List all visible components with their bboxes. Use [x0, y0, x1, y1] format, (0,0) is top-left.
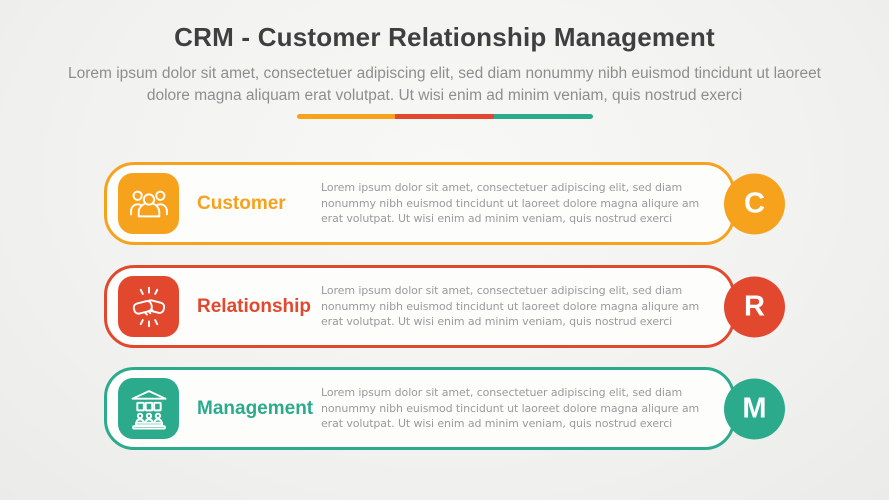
divider-segment-orange [296, 114, 396, 119]
divider [296, 114, 593, 119]
row-label: Management [197, 397, 314, 419]
letter-badge: M [724, 378, 785, 439]
row-label: Customer [197, 192, 286, 214]
letter-badge: R [724, 276, 785, 337]
page-subtitle: Lorem ipsum dolor sit amet, consectetuer… [68, 65, 821, 104]
bank-people-icon [118, 378, 179, 439]
divider-segment-teal [493, 114, 593, 119]
row-label: Relationship [197, 295, 312, 317]
row-description: Lorem ipsum dolor sit amet, consectetuer… [321, 385, 700, 431]
divider-segment-red [395, 114, 494, 119]
row-description: Lorem ipsum dolor sit amet, consectetuer… [321, 283, 700, 329]
row-relationship: Relationship Lorem ipsum dolor sit amet,… [104, 265, 785, 348]
row-management: Management Lorem ipsum dolor sit amet, c… [104, 367, 785, 450]
handshake-icon [118, 276, 179, 337]
row-customer: Customer Lorem ipsum dolor sit amet, con… [104, 162, 785, 245]
row-description: Lorem ipsum dolor sit amet, consectetuer… [321, 180, 700, 226]
people-group-icon [118, 173, 179, 234]
page-title: CRM - Customer Relationship Management [174, 22, 715, 52]
letter-badge: C [724, 173, 785, 234]
